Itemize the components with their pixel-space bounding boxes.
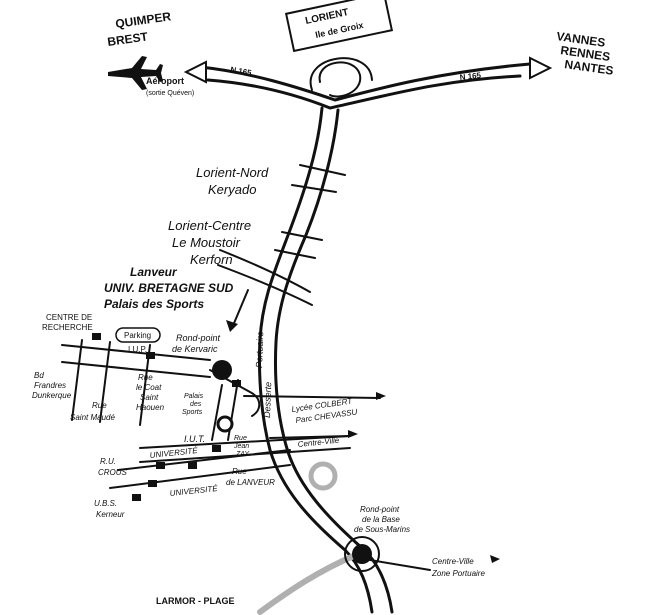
sign-vannes: VANNES [556, 29, 607, 50]
arrow-east-icon [529, 56, 553, 80]
building-recherche [92, 333, 101, 340]
lanveur-rue-1: Rue [232, 467, 247, 476]
arrow-west-icon [183, 60, 207, 84]
coat-4: Haouen [136, 403, 165, 412]
saint-maude-1: Rue [92, 401, 107, 410]
jean-zay-1: Rue [234, 435, 247, 442]
iup-label: I.U.P. [128, 345, 147, 354]
airport-note: (sortie Quéven) [146, 90, 194, 97]
kervaric-2: de Kervaric [172, 344, 218, 354]
arrow-lanveur-line [231, 289, 249, 329]
jean-zay-2: Jean [233, 443, 249, 450]
road-number-left: N 165 [230, 65, 253, 78]
larmor-road [257, 552, 359, 615]
sign-brest: BREST [106, 29, 149, 49]
coat-2: le Coat [136, 383, 162, 392]
parking-pill [115, 327, 161, 343]
exit-centre-1: Lorient-Centre [168, 218, 251, 233]
bd-1: Bd [34, 371, 44, 380]
exit-lanveur-2: UNIV. BRETAGNE SUD [104, 281, 234, 295]
local-streets [61, 339, 431, 571]
exit-lanveur-3: Palais des Sports [104, 297, 204, 311]
roundabout-iut [216, 415, 234, 433]
sign-quimper: QUIMPER [114, 9, 172, 31]
building-universite-1 [156, 462, 165, 469]
centre-ville-2-2: Zone Portuaire [431, 569, 485, 578]
saint-maude-2: Saint Maudé [70, 413, 115, 422]
building-iup [146, 352, 155, 359]
sign-nantes: NANTES [564, 57, 615, 78]
road-number-right: N 165 [459, 71, 482, 82]
lorient-sign-box [284, 0, 394, 53]
centre-ville-2-1: Centre-Ville [432, 557, 474, 566]
palais-1: Palais [184, 393, 204, 400]
bd-2: Frandres [34, 381, 66, 390]
base-2: de la Base [362, 515, 400, 524]
coat-3: Saint [140, 393, 159, 402]
base-1: Rond-point [360, 505, 400, 514]
airport-name: Aéroport [146, 76, 184, 86]
building-universite-2 [148, 480, 157, 487]
building-palais [232, 380, 241, 387]
jean-zay-3: ZAY [235, 451, 250, 458]
centre-ville-1: Centre-Ville [297, 436, 340, 449]
desserte-1: Desserte [262, 382, 273, 418]
palais-3: Sports [182, 409, 203, 416]
ubs-2: Kerneur [96, 510, 125, 519]
arrow-centre-ville-icon [348, 430, 358, 438]
crous-2: CROUS [98, 468, 128, 477]
n165-highway [198, 57, 532, 110]
sign-rennes: RENNES [560, 43, 611, 64]
kervaric-1: Rond-point [176, 333, 221, 343]
iut-label: I.U.T. [184, 434, 205, 444]
airplane-icon [108, 56, 163, 90]
exit-nord-2: Keryado [208, 182, 256, 197]
roundabout-kervaric [212, 360, 232, 380]
building-ubs [132, 494, 141, 501]
arrow-colbert-icon [376, 392, 386, 400]
building-iut [212, 445, 221, 452]
larmor-label: LARMOR - PLAGE [156, 596, 235, 606]
roundabout-base-sous-marins [352, 544, 372, 564]
arrow-lanveur-icon [226, 320, 238, 332]
base-3: de Sous-Marins [354, 525, 410, 534]
exit-centre-2: Le Moustoir [172, 235, 241, 250]
arrow-zone-portuaire-icon [490, 555, 500, 563]
lanveur-rue-2: de LANVEUR [226, 478, 275, 487]
universite-2-label: UNIVERSITÉ [169, 484, 218, 498]
coat-1: Rue [138, 373, 153, 382]
parking-label: Parking [124, 331, 151, 340]
crous-1: R.U. [100, 457, 116, 466]
exit-lanveur-1: Lanveur [130, 265, 178, 279]
bd-3: Dunkerque [32, 391, 72, 400]
exit-centre-3: Kerforn [190, 252, 233, 267]
building-crous [188, 462, 197, 469]
desserte-2: Portuaire [254, 331, 265, 368]
centre-recherche-1: CENTRE DE [46, 313, 92, 322]
exit-nord-1: Lorient-Nord [196, 165, 269, 180]
centre-recherche-2: RECHERCHE [42, 323, 93, 332]
palais-2: des [190, 401, 202, 408]
faded-roundabout [308, 461, 338, 491]
ubs-1: U.B.S. [94, 499, 117, 508]
